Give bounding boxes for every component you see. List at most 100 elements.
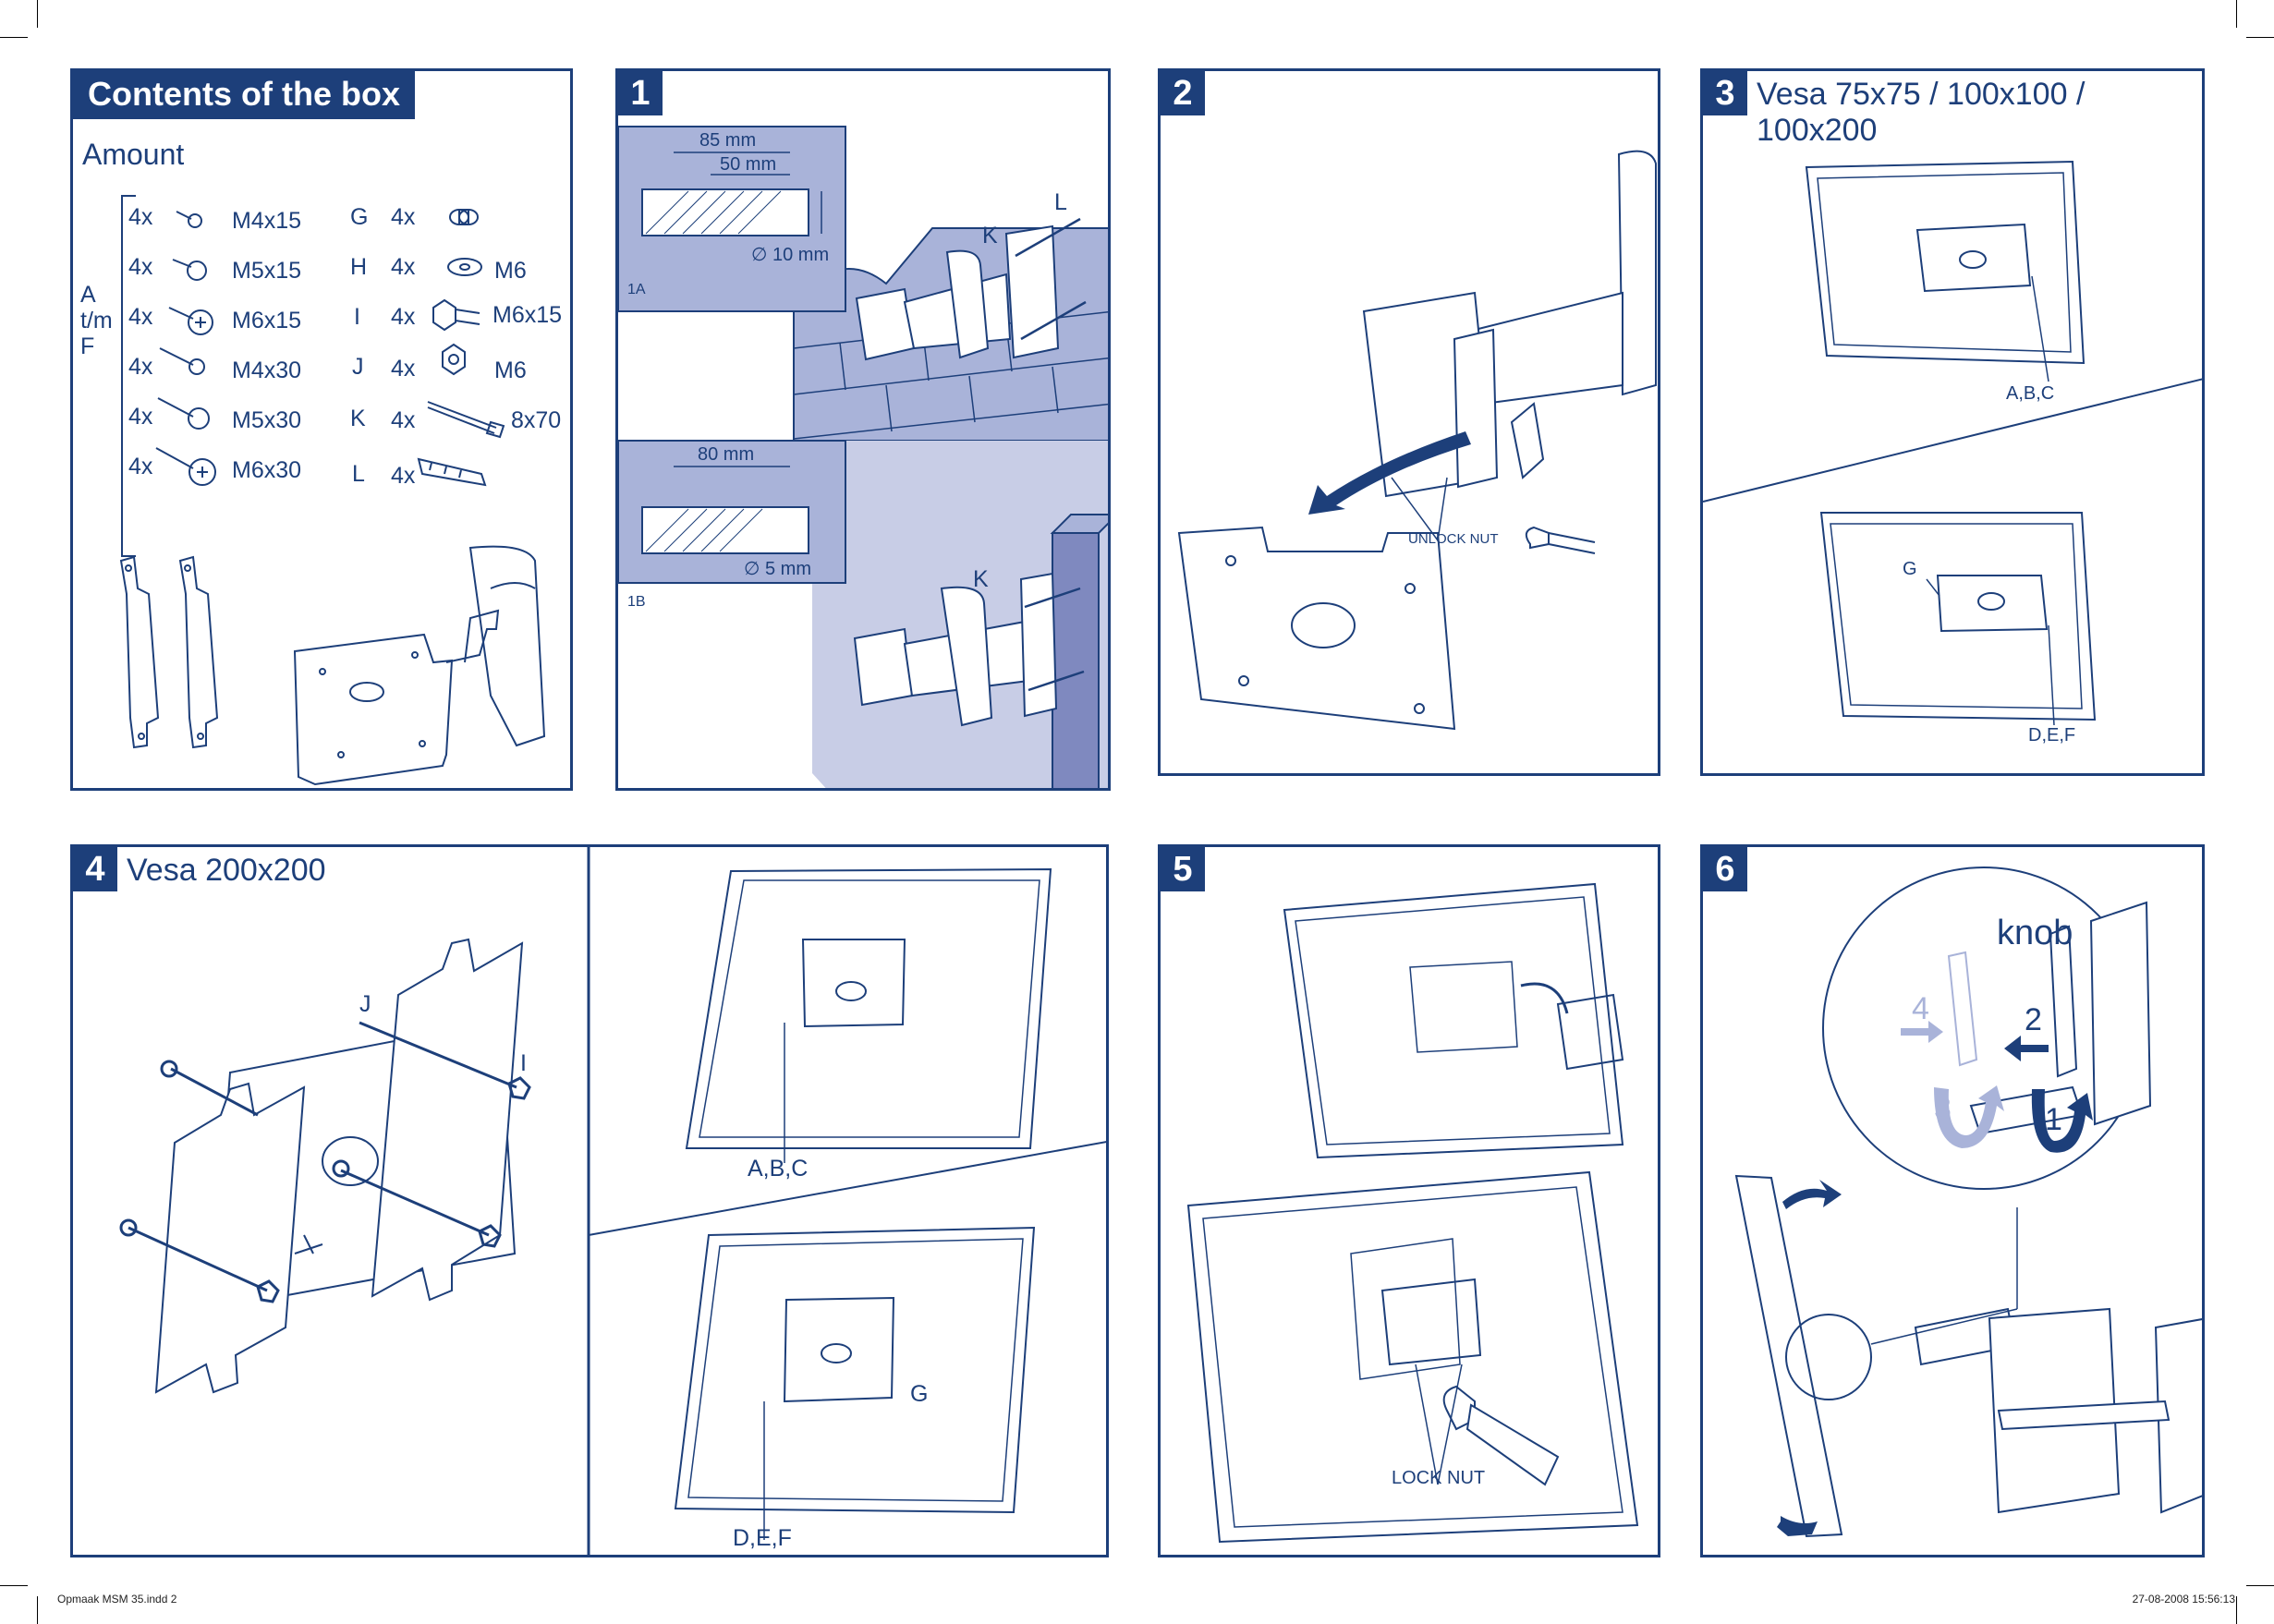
item-size: M4x30 — [232, 358, 302, 383]
amount-label: Amount — [82, 138, 185, 171]
wall-screw-icon — [427, 401, 505, 439]
item-qty: 4x — [128, 454, 153, 479]
group-label-a: A — [80, 282, 96, 308]
screw-icon — [168, 307, 213, 335]
vesa-plate-icon — [1915, 223, 2032, 293]
vesa-plate-icon — [1409, 961, 1518, 1053]
step-6-panel: 6 knob 1 2 3 4 — [1700, 844, 2205, 1557]
screw-icon — [155, 447, 216, 486]
step-3-illustration — [1703, 160, 2202, 726]
step-6-illustration — [1734, 867, 2202, 1538]
push-arrow-icon — [1901, 1021, 1943, 1043]
wall-mount-arm-icon — [855, 217, 1087, 361]
zoom-source-circle — [1785, 1314, 1872, 1400]
pointer-line — [1437, 477, 1448, 541]
pointer-line — [1391, 477, 1439, 541]
item-qty: 4x — [128, 254, 153, 280]
dimension-85mm: 85 mm — [699, 130, 757, 151]
detail-1a-label: 1A — [627, 282, 646, 297]
step-5-illustration — [1186, 882, 1639, 1544]
rotate-arrow-icon — [2031, 1089, 2093, 1153]
screw-icon — [159, 347, 205, 375]
vesa-plate-icon — [783, 1296, 895, 1403]
item-letter: H — [350, 254, 368, 280]
step-number: 4 — [73, 847, 117, 891]
step-number: 3 — [1703, 71, 1747, 115]
step-4-panel: 4 Vesa 200x200 J I A,B,C G D,E,F — [70, 844, 1109, 1557]
unlock-nut-label: UNLOCK NUT — [1408, 531, 1499, 547]
group-bracket — [121, 195, 136, 557]
wall-mount-arm-icon — [853, 572, 1085, 727]
part-abc-label: A,B,C — [748, 1156, 809, 1182]
group-label: A t/m F — [80, 282, 113, 359]
item-size: M6 — [494, 258, 527, 284]
tv-back-icon — [1283, 882, 1624, 1159]
bracket-strip-icon — [119, 555, 219, 749]
push-arrow-icon — [2004, 1036, 2049, 1061]
nut-icon — [442, 343, 466, 376]
item-letter: J — [352, 354, 364, 380]
part-g-label: G — [910, 1381, 929, 1407]
wall-mount-arm-icon — [1556, 993, 1624, 1071]
item-size: M6 — [494, 358, 527, 383]
pointer-line — [1870, 1308, 2018, 1345]
item-size: M5x15 — [232, 258, 302, 284]
wall-mount-arm-icon — [1914, 901, 2202, 1514]
dimension-50mm: 50 mm — [720, 154, 777, 175]
pointer-line — [1926, 578, 1940, 597]
tv-back-icon — [685, 867, 1052, 1149]
spacer-icon — [449, 209, 479, 225]
step-4-title: Vesa 200x200 — [127, 853, 326, 888]
step-2-illustration — [1177, 150, 1657, 731]
item-qty: 4x — [391, 304, 416, 330]
bolt-icon — [432, 298, 480, 332]
pointer-line — [2048, 624, 2055, 726]
step-label-2: 2 — [2025, 1002, 2042, 1037]
part-g-label: G — [1903, 559, 1917, 579]
step-number: 5 — [1161, 847, 1205, 891]
divider-line — [1703, 378, 2202, 503]
step-number: 2 — [1161, 71, 1205, 115]
tv-back-icon — [674, 1226, 1036, 1514]
item-qty: 4x — [391, 407, 416, 433]
wall-mount-arm-icon — [1362, 150, 1657, 498]
crop-mark — [2236, 1596, 2237, 1624]
rotate-arrow-icon — [1934, 1085, 2004, 1148]
item-size: 8x70 — [511, 407, 562, 433]
wrench-icon — [1525, 526, 1596, 554]
tilt-arrow-icon — [1777, 1516, 1818, 1536]
tv-back-icon — [1805, 160, 2086, 365]
item-qty: 4x — [128, 404, 153, 430]
item-qty: 4x — [391, 356, 416, 382]
part-def-label: D,E,F — [733, 1525, 792, 1551]
bolt-icon — [119, 1021, 531, 1303]
item-size: M6x15 — [232, 308, 302, 333]
item-size: M5x30 — [232, 407, 302, 433]
part-def-label: D,E,F — [2028, 725, 2076, 745]
step-number: 1 — [618, 71, 663, 115]
part-k-label: K — [982, 223, 998, 248]
tv-back-icon — [1819, 512, 2097, 721]
crop-mark — [2246, 1585, 2274, 1586]
wall-plug-icon — [417, 457, 487, 487]
rotate-arrow-icon — [1308, 431, 1471, 515]
footer-timestamp: 27-08-2008 15:56:13 — [2132, 1593, 2235, 1606]
screw-icon — [157, 397, 210, 430]
pointer-line — [1437, 1363, 1463, 1485]
part-k-label: K — [973, 566, 989, 592]
diameter-5mm: ∅ 5 mm — [744, 559, 811, 579]
crop-mark — [2246, 37, 2274, 38]
contents-panel: Contents of the box Amount A t/m F 4x M4… — [70, 68, 573, 791]
group-label-tm: t/m — [80, 308, 113, 333]
dimension-80mm: 80 mm — [698, 444, 755, 465]
diameter-10mm: ∅ 10 mm — [751, 245, 830, 265]
crop-mark — [2236, 0, 2237, 28]
step-label-3: 3 — [1934, 1091, 1952, 1126]
step-2-panel: 2 UNLOCK NUT — [1158, 68, 1660, 776]
divider-line — [588, 1141, 1106, 1236]
item-size: M4x15 — [232, 208, 302, 234]
washer-icon — [447, 258, 482, 276]
step-label-4: 4 — [1912, 991, 1929, 1026]
step-4-illustration — [119, 847, 1106, 1555]
item-qty: 4x — [391, 463, 416, 489]
